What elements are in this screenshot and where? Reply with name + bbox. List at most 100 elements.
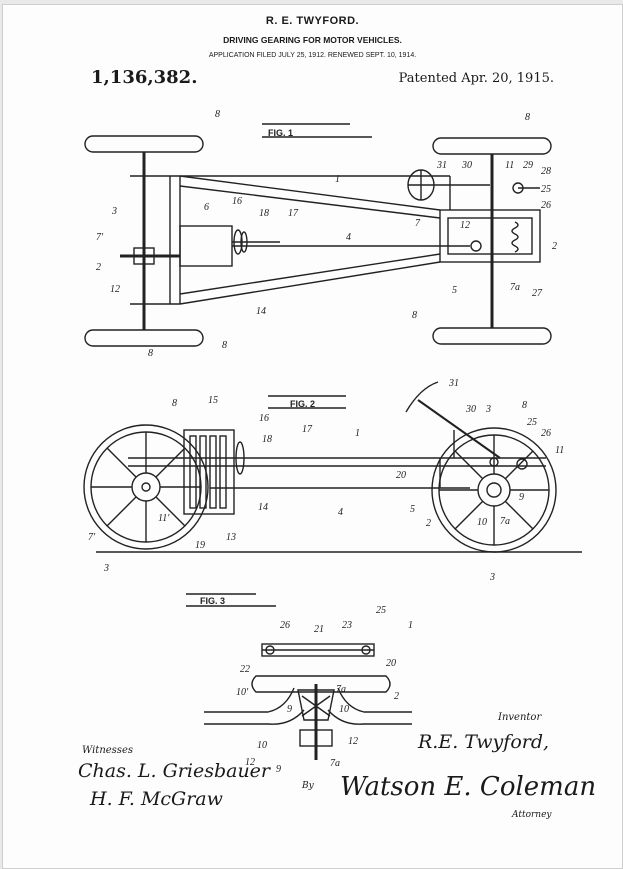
wheel-rear-bottom <box>84 329 204 347</box>
svg-text:5: 5 <box>452 285 457 296</box>
attorney-signature: Watson E. Coleman <box>340 772 597 802</box>
svg-text:2: 2 <box>426 518 431 529</box>
svg-text:10: 10 <box>257 740 267 751</box>
svg-text:26: 26 <box>280 620 290 631</box>
svg-text:7: 7 <box>415 218 421 229</box>
svg-text:30: 30 <box>465 404 476 415</box>
svg-text:7a: 7a <box>330 758 340 769</box>
front-wheel <box>431 427 557 553</box>
svg-text:19: 19 <box>195 540 205 551</box>
svg-text:25: 25 <box>527 417 537 428</box>
svg-text:11: 11 <box>505 160 514 171</box>
svg-text:7': 7' <box>88 532 96 543</box>
svg-text:20: 20 <box>386 658 396 669</box>
fig1-label: FIG. 1 <box>268 128 293 138</box>
svg-text:6: 6 <box>204 202 209 213</box>
fig1-plan-view: FIG. 1 <box>84 109 557 359</box>
svg-text:18: 18 <box>262 434 272 445</box>
svg-text:2: 2 <box>96 262 101 273</box>
inventor-header: R. E. TWYFORD. <box>265 15 360 27</box>
svg-text:8: 8 <box>215 109 220 120</box>
svg-text:8: 8 <box>148 348 153 359</box>
patent-title: DRIVING GEARING FOR MOTOR VEHICLES. <box>223 35 402 45</box>
wheel-front-top <box>432 137 552 155</box>
svg-text:12: 12 <box>460 220 470 231</box>
svg-text:8: 8 <box>525 112 530 123</box>
svg-text:1: 1 <box>408 620 413 631</box>
svg-text:12: 12 <box>245 757 255 768</box>
svg-text:18: 18 <box>259 208 269 219</box>
svg-text:17: 17 <box>302 424 313 435</box>
svg-text:3: 3 <box>489 572 495 583</box>
svg-text:22: 22 <box>240 664 250 675</box>
svg-text:8: 8 <box>522 400 527 411</box>
svg-text:4: 4 <box>346 232 351 243</box>
wheel-rear-top <box>84 135 204 153</box>
svg-text:3: 3 <box>111 206 117 217</box>
svg-text:8: 8 <box>412 310 417 321</box>
svg-text:30: 30 <box>461 160 472 171</box>
witness-signature-1: Chas. L. Griesbauer <box>78 760 271 782</box>
fig2-label: FIG. 2 <box>290 399 315 409</box>
svg-text:4: 4 <box>338 507 343 518</box>
by-label: By <box>302 781 314 791</box>
application-info: APPLICATION FILED JULY 25, 1912. RENEWED… <box>208 52 417 59</box>
svg-text:9: 9 <box>276 764 281 775</box>
fig3-label: FIG. 3 <box>200 596 225 606</box>
gear-case <box>183 429 235 515</box>
svg-text:31: 31 <box>436 160 447 171</box>
svg-text:11': 11' <box>158 513 170 524</box>
front-axle-housing <box>439 209 541 263</box>
svg-text:1: 1 <box>335 174 340 185</box>
wheel-front-bottom <box>432 327 552 345</box>
svg-text:3: 3 <box>485 404 491 415</box>
svg-text:29: 29 <box>523 160 533 171</box>
patent-date: Patented Apr. 20, 1915. <box>398 71 554 86</box>
svg-text:10': 10' <box>236 687 249 698</box>
svg-text:12: 12 <box>110 284 120 295</box>
svg-text:23: 23 <box>342 620 352 631</box>
patent-sheet: R. E. TWYFORD. DRIVING GEARING FOR MOTOR… <box>2 4 623 869</box>
svg-text:1: 1 <box>355 428 360 439</box>
patent-number: 1,136,382. <box>91 67 198 88</box>
svg-text:16: 16 <box>232 196 242 207</box>
svg-text:16: 16 <box>259 413 269 424</box>
svg-text:7a: 7a <box>336 684 346 695</box>
svg-text:17: 17 <box>288 208 299 219</box>
svg-text:21: 21 <box>314 624 324 635</box>
svg-text:10: 10 <box>339 704 349 715</box>
svg-text:26: 26 <box>541 200 551 211</box>
inventor-label: Inventor <box>498 712 542 723</box>
fig2-side-view: FIG. 2 <box>83 378 582 583</box>
svg-text:9: 9 <box>287 704 292 715</box>
inventor-signature: R.E. Twyford, <box>418 731 550 753</box>
svg-text:9: 9 <box>519 492 524 503</box>
svg-text:14: 14 <box>256 306 266 317</box>
fig3-gear <box>297 689 335 721</box>
svg-text:27: 27 <box>532 288 543 299</box>
svg-text:25: 25 <box>376 605 386 616</box>
witnesses-label: Witnesses <box>82 745 133 756</box>
svg-text:7': 7' <box>96 232 104 243</box>
svg-text:31: 31 <box>448 378 459 389</box>
svg-text:14: 14 <box>258 502 268 513</box>
rear-wheel <box>83 424 209 550</box>
svg-text:5: 5 <box>410 504 415 515</box>
svg-text:28: 28 <box>541 166 551 177</box>
svg-text:8: 8 <box>222 340 227 351</box>
svg-text:8: 8 <box>172 398 177 409</box>
witness-signature-2: H. F. McGraw <box>90 788 223 810</box>
svg-text:3: 3 <box>103 563 109 574</box>
fig3-housing <box>251 675 391 693</box>
svg-text:10: 10 <box>477 517 487 528</box>
svg-text:26: 26 <box>541 428 551 439</box>
svg-text:12: 12 <box>348 736 358 747</box>
svg-text:7a: 7a <box>510 282 520 293</box>
svg-text:7a: 7a <box>500 516 510 527</box>
svg-text:11: 11 <box>555 445 564 456</box>
svg-text:15: 15 <box>208 395 218 406</box>
svg-text:25: 25 <box>541 184 551 195</box>
svg-text:13: 13 <box>226 532 236 543</box>
